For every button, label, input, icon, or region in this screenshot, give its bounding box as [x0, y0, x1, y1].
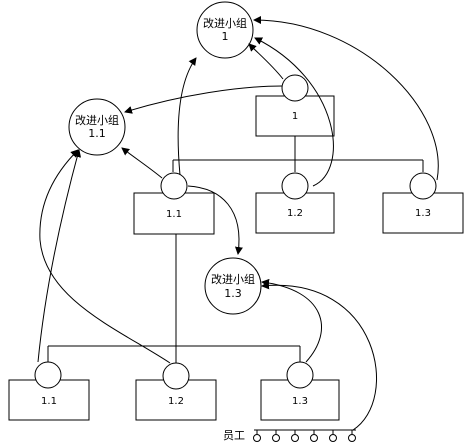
unit-box-1: 1	[255, 95, 335, 137]
unit-1-2-label: 1.2	[287, 208, 303, 219]
manager-circle-1-3	[409, 172, 437, 200]
arrow-employees-to-team13	[261, 281, 378, 431]
unit-1-3-label: 1.3	[415, 208, 431, 219]
hierarchy-lines	[47, 136, 424, 431]
unit-b-1-3-label: 1.3	[292, 396, 308, 407]
arrow-b11-to-team11	[37, 149, 82, 363]
team-1-3-number: 1.3	[224, 287, 242, 300]
manager-circle-1-2	[281, 172, 309, 200]
manager-circle-1	[281, 74, 309, 102]
team-circle-1-3: 改进小组 1.3	[204, 257, 262, 315]
arrow-1-to-team1	[248, 43, 284, 80]
unit-box-1-2: 1.2	[255, 192, 335, 234]
team-circle-1: 改进小组 1	[196, 1, 254, 59]
manager-circle-b-1-3	[286, 361, 314, 389]
employee-dot	[310, 434, 318, 442]
arrow-13-to-team1	[253, 16, 439, 181]
team-1-1-title: 改进小组	[75, 113, 119, 127]
employee-dot	[253, 434, 261, 442]
team-1-1-number: 1.1	[88, 127, 106, 140]
employees-label: 员工	[223, 429, 245, 442]
team-circle-1-1: 改进小组 1.1	[68, 98, 126, 156]
employee-dot	[329, 434, 337, 442]
employees-group: 员工	[223, 429, 356, 442]
employee-dot	[291, 434, 299, 442]
team-1-number: 1	[222, 30, 229, 43]
unit-b-1-1-label: 1.1	[41, 396, 57, 407]
employee-dot	[272, 434, 280, 442]
arrow-1-to-team11	[124, 85, 283, 114]
team-1-3-title: 改进小组	[211, 272, 255, 286]
manager-circle-b-1-1	[34, 361, 62, 389]
unit-1-label: 1	[292, 111, 298, 122]
arrow-12-to-team1	[254, 37, 334, 187]
unit-1-1-label: 1.1	[166, 209, 182, 220]
arrow-11-to-team13	[187, 185, 243, 255]
membership-arrows	[37, 16, 439, 431]
arrow-b12-to-team11	[39, 149, 171, 364]
manager-circle-b-1-2	[162, 362, 190, 390]
arrow-b13-to-team13	[261, 278, 322, 363]
arrow-11-to-team11	[121, 147, 163, 179]
manager-circle-1-1	[160, 172, 188, 200]
unit-b-1-2-label: 1.2	[168, 396, 184, 407]
employee-dots	[253, 430, 356, 442]
employee-dot	[348, 434, 356, 442]
unit-box-1-3: 1.3	[382, 192, 464, 234]
team-1-title: 改进小组	[203, 16, 247, 30]
arrow-11-to-team1	[177, 57, 197, 176]
unit-box-1-1: 1.1	[133, 192, 215, 235]
